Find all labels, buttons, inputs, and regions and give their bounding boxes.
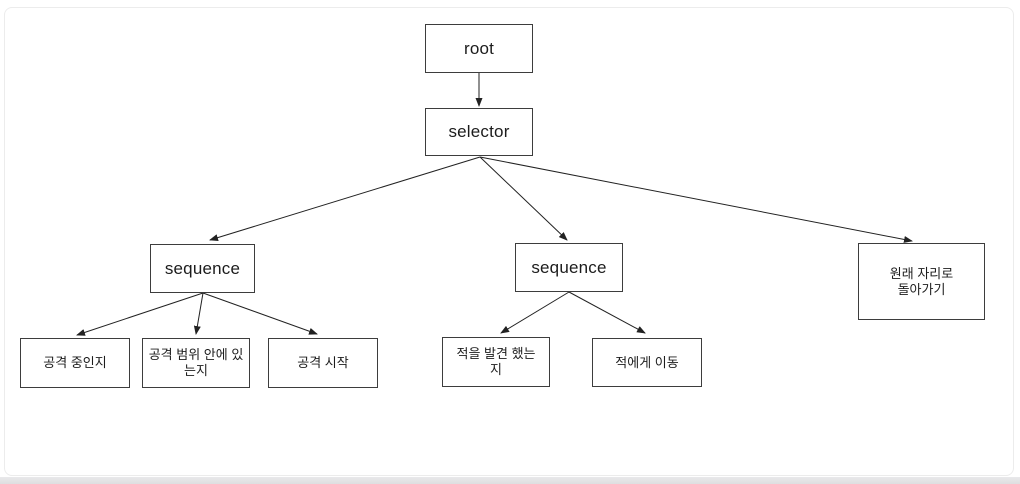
diagram-canvas	[4, 7, 1014, 476]
node-selector-label: selector	[448, 122, 510, 141]
node-return-to-origin: 원래 자리로 돌아가기	[858, 243, 985, 320]
node-move-to-enemy: 적에게 이동	[592, 338, 702, 387]
node-return-to-origin-label: 원래 자리로 돌아가기	[889, 265, 954, 297]
node-sequence-mid: sequence	[515, 243, 623, 292]
node-sequence-left-label: sequence	[164, 258, 241, 278]
node-is-attacking-label: 공격 중인지	[43, 355, 107, 370]
node-start-attack: 공격 시작	[268, 338, 378, 388]
bottom-shadow-band	[0, 477, 1020, 484]
node-in-attack-range-label: 공격 범위 안에 있는지	[148, 347, 244, 378]
node-is-attacking: 공격 중인지	[20, 338, 130, 388]
node-selector: selector	[425, 108, 533, 156]
node-sequence-left: sequence	[150, 244, 255, 293]
node-move-to-enemy-label: 적에게 이동	[615, 354, 679, 370]
node-root-label: root	[463, 38, 495, 58]
node-sequence-mid-label: sequence	[531, 257, 607, 277]
node-root: root	[425, 24, 533, 73]
node-enemy-detected: 적을 발견 했는지	[442, 337, 550, 387]
node-start-attack-label: 공격 시작	[297, 355, 349, 370]
node-enemy-detected-label: 적을 발견 했는지	[456, 346, 536, 377]
node-in-attack-range: 공격 범위 안에 있는지	[142, 338, 250, 388]
